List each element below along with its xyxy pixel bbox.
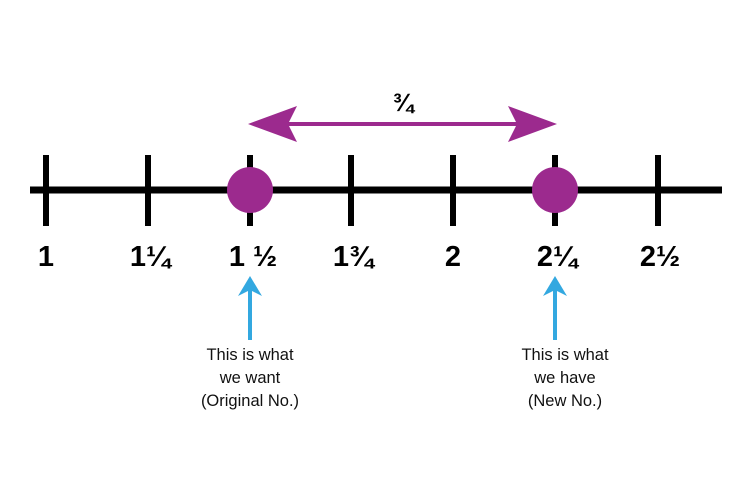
tick-label-2-1-2: 2½: [640, 241, 680, 273]
span-arrow-head-left: [248, 106, 297, 142]
tick-label-1-1-4: 1¼: [130, 241, 173, 273]
span-arrow-head-right: [508, 106, 557, 142]
original-number-callout: This is what we want (Original No.): [201, 276, 299, 410]
callout-text-line: we have: [533, 369, 595, 387]
new-number-callout: This is what we have (New No.): [521, 276, 609, 410]
point-original-number[interactable]: [227, 167, 273, 213]
span-arrow-group: [248, 106, 557, 142]
data-points-group: [227, 167, 578, 213]
point-new-number[interactable]: [532, 167, 578, 213]
tick-labels-group: 1 1¼ 1 ½ 1¾ 2 2¼ 2½: [38, 241, 680, 273]
tick-label-1: 1: [38, 241, 54, 273]
callout-arrow-head-new: [543, 276, 567, 296]
callout-text-line: This is what: [521, 346, 609, 364]
tick-label-1-3-4: 1¾: [333, 241, 376, 273]
callout-text-line: (New No.): [528, 392, 602, 410]
tick-marks-group: [43, 155, 661, 226]
callout-text-line: (Original No.): [201, 392, 299, 410]
tick-label-2-1-4: 2¼: [537, 241, 580, 273]
span-value-label: ¾: [393, 89, 416, 117]
callout-arrow-head-original: [238, 276, 262, 296]
callout-text-line: we want: [219, 369, 281, 387]
callout-text-line: This is what: [206, 346, 294, 364]
tick-label-2: 2: [445, 241, 461, 273]
tick-label-1-1-2: 1 ½: [229, 241, 277, 273]
